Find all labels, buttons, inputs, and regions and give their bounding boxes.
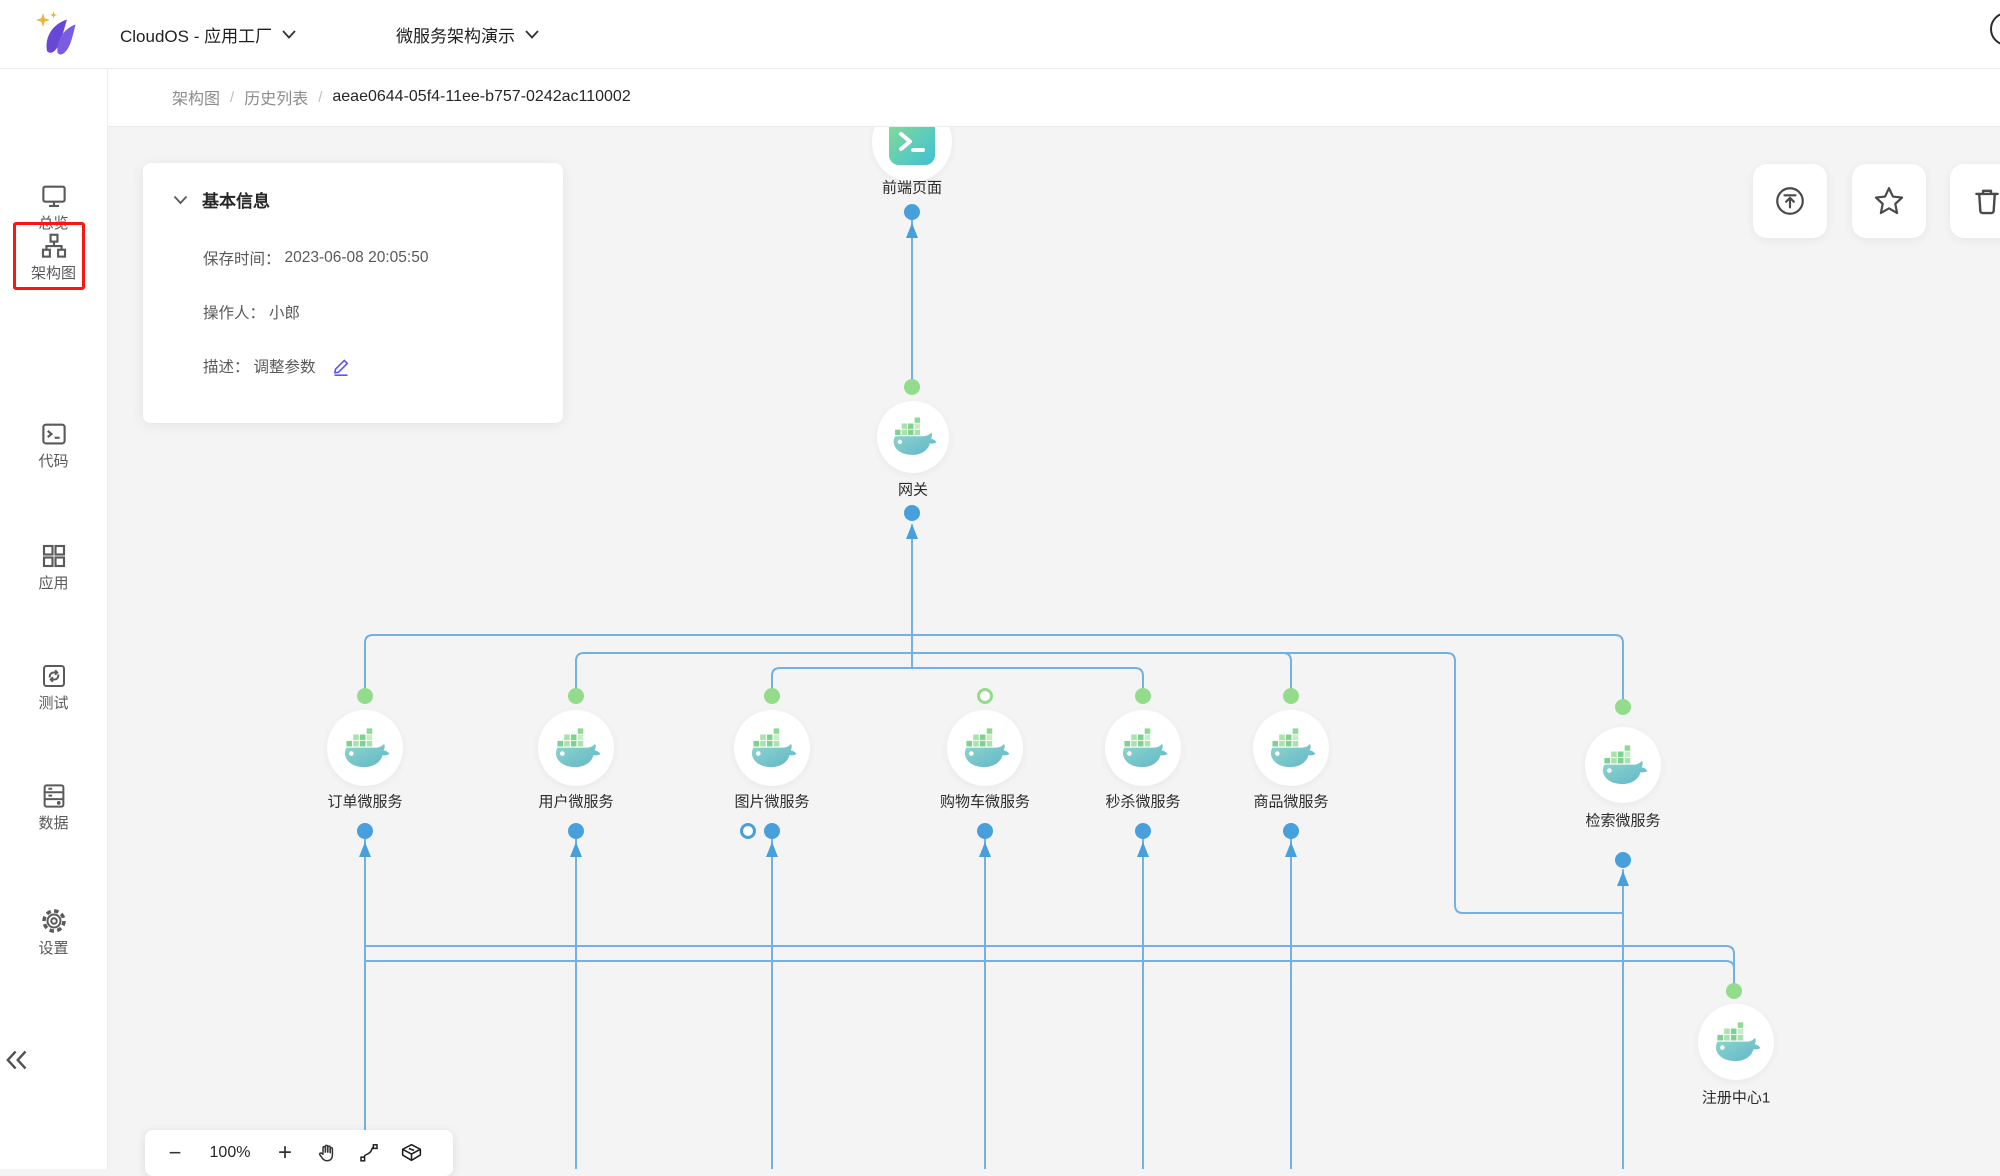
app-switcher[interactable]: CloudOS - 应用工厂 — [120, 0, 296, 68]
edge-arrowheads — [359, 223, 1629, 886]
sidebar-item-settings[interactable]: 设置 — [0, 906, 107, 956]
breadcrumb-architecture[interactable]: 架构图 — [172, 91, 221, 108]
operator-label: 操作人： — [203, 305, 266, 322]
docker-icon — [1264, 728, 1318, 769]
zoom-out-button[interactable]: − — [168, 1140, 182, 1165]
chevron-down-icon — [282, 29, 296, 39]
project-switcher[interactable]: 微服务架构演示 — [396, 0, 539, 68]
sidebar-item-label: 设置 — [38, 940, 69, 957]
basic-info-panel: 基本信息 保存时间： 2023-06-08 20:05:50 操作人： 小郎 描… — [143, 163, 563, 423]
sidebar-nav: 总览 架构图 代码 应用 测试 数据 — [0, 68, 108, 1169]
breadcrumb-separator: / — [230, 88, 235, 106]
sidebar-item-label: 数据 — [38, 815, 69, 832]
operator-row: 操作人： 小郎 — [203, 301, 300, 323]
node-cart-service[interactable] — [947, 710, 1023, 786]
test-cycle-icon — [42, 665, 65, 687]
publish-button[interactable] — [1753, 164, 1827, 238]
description-row: 描述： 调整参数 — [203, 355, 350, 377]
sidebar-item-label: 总览 — [38, 215, 69, 232]
sidebar-item-label: 代码 — [38, 453, 69, 470]
breadcrumb-history-list[interactable]: 历史列表 — [244, 91, 309, 108]
architecture-icon — [41, 233, 66, 258]
sidebar-item-label: 测试 — [38, 695, 69, 712]
sidebar-item-data[interactable]: 数据 — [0, 781, 107, 831]
breadcrumb-current-id: aeae0644-05f4-11ee-b757-0242ac110002 — [332, 88, 631, 105]
monitor-icon — [41, 185, 66, 208]
node-product-service[interactable] — [1253, 710, 1329, 786]
docker-icon — [958, 728, 1012, 769]
sidebar-item-code[interactable]: 代码 — [0, 419, 107, 469]
app-switcher-label: CloudOS - 应用工厂 — [120, 26, 273, 46]
chevron-down-icon — [525, 29, 539, 39]
docker-icon — [1596, 745, 1650, 786]
pencil-edit-icon — [333, 359, 348, 376]
sidebar-collapse-button[interactable] — [0, 1043, 107, 1077]
edit-description-button[interactable] — [332, 356, 350, 376]
star-icon — [1874, 187, 1904, 215]
delete-button[interactable] — [1950, 164, 2000, 238]
trash-icon — [1975, 189, 1999, 215]
collapse-chevron-icon[interactable] — [173, 195, 188, 205]
app-header: CloudOS - 应用工厂 微服务架构演示 — [0, 0, 2000, 69]
description-label: 描述： — [203, 359, 250, 376]
operator-value: 小郎 — [269, 305, 301, 322]
favorite-button[interactable] — [1852, 164, 1926, 238]
hand-icon — [318, 1144, 334, 1162]
sidebar-item-test[interactable]: 测试 — [0, 661, 107, 711]
layers-cube-button[interactable] — [395, 1137, 427, 1169]
node-order-service[interactable] — [327, 710, 403, 786]
docker-icon — [1709, 1022, 1763, 1063]
docker-icon — [1116, 728, 1170, 769]
zoom-toolbar: − 100% + — [145, 1130, 453, 1176]
apps-grid-icon — [42, 544, 65, 568]
breadcrumb: 架构图 / 历史列表 / aeae0644-05f4-11ee-b757-024… — [107, 68, 2000, 127]
port-in-dots — [357, 379, 1742, 999]
zoom-level: 100% — [209, 1144, 251, 1161]
connector-mode-button[interactable] — [353, 1137, 385, 1169]
node-user-service[interactable] — [538, 710, 614, 786]
save-time-label: 保存时间： — [203, 251, 281, 268]
zoom-in-button[interactable]: + — [277, 1139, 292, 1166]
sidebar-item-label: 应用 — [38, 575, 69, 592]
settings-gear-icon — [41, 909, 66, 933]
description-value: 调整参数 — [253, 359, 316, 376]
user-avatar[interactable] — [1990, 12, 2000, 46]
docker-icon — [887, 417, 939, 457]
node-search-service[interactable] — [1585, 727, 1661, 803]
save-time-row: 保存时间： 2023-06-08 20:05:50 — [203, 247, 428, 269]
sidebar-item-architecture[interactable]: 架构图 — [0, 231, 107, 281]
sidebar-item-overview[interactable]: 总览 — [0, 181, 107, 231]
port-out-ring — [740, 823, 756, 839]
breadcrumb-separator: / — [318, 88, 323, 106]
sidebar-item-apps[interactable]: 应用 — [0, 541, 107, 591]
info-panel-title: 基本信息 — [202, 192, 270, 211]
cube-icon — [401, 1143, 421, 1161]
port-out-dots — [357, 204, 1631, 868]
pan-hand-button[interactable] — [311, 1137, 343, 1169]
node-registry[interactable] — [1698, 1004, 1774, 1080]
database-icon — [43, 784, 64, 808]
docker-icon — [745, 728, 799, 769]
save-time-value: 2023-06-08 20:05:50 — [284, 249, 429, 266]
port-in-ring — [977, 688, 993, 704]
docker-icon — [549, 728, 603, 769]
node-gateway[interactable] — [877, 401, 949, 473]
double-chevron-left-icon — [6, 1050, 27, 1070]
diagram-edges — [357, 204, 1742, 1169]
upload-circle-icon — [1776, 187, 1804, 215]
project-switcher-label: 微服务架构演示 — [396, 26, 515, 46]
docker-icon — [338, 728, 392, 769]
node-image-service[interactable] — [734, 710, 810, 786]
terminal-app-icon — [889, 126, 935, 165]
sidebar-item-label: 架构图 — [30, 265, 76, 282]
cloudos-logo-icon — [36, 11, 76, 55]
connector-icon — [360, 1144, 378, 1162]
node-seckill-service[interactable] — [1105, 710, 1181, 786]
terminal-icon — [41, 423, 66, 445]
